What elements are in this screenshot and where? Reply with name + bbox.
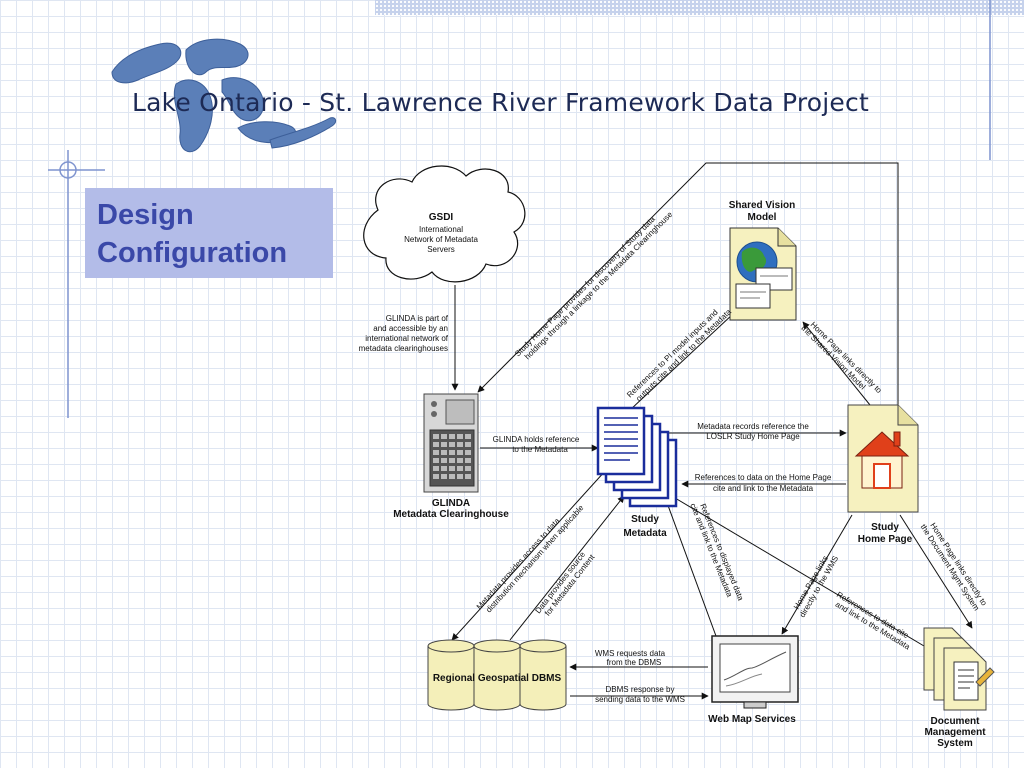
home-icon	[854, 431, 910, 489]
svg-text:DBMS response by: DBMS response by	[606, 685, 675, 694]
edge-label-dbms-wms: DBMS response by sending data to the WMS	[595, 685, 685, 704]
diagram-edges	[451, 162, 973, 700]
svg-text:international network of: international network of	[365, 334, 448, 343]
great-lakes-logo	[111, 38, 337, 153]
page-title: Lake Ontario - St. Lawrence River Framew…	[132, 88, 869, 117]
edge-label-home-glinda: Study Home Page provides for discovery o…	[513, 210, 675, 362]
edge-label-wms-meta: References to displayed data cite and li…	[688, 502, 745, 602]
svg-text:from the DBMS: from the DBMS	[607, 658, 662, 667]
shared-vision-label-1: Shared Vision	[729, 200, 796, 211]
slide-decoration-lines	[48, 0, 991, 418]
gsdi-line1: International	[419, 225, 463, 234]
gsdi-title: GSDI	[429, 212, 454, 223]
svg-text:Metadata records reference the: Metadata records reference the	[697, 422, 809, 431]
node-glinda-server	[423, 393, 479, 493]
svg-text:cite and link to the Metadata: cite and link to the Metadata	[713, 484, 814, 493]
svg-text:GLINDA holds reference: GLINDA holds reference	[493, 435, 580, 444]
edge-label-home-wms: Home Page links directly to the WMS	[792, 554, 840, 619]
gsdi-line2: Network of Metadata	[404, 235, 478, 244]
section-heading-line2: Configuration	[97, 237, 288, 269]
edge-home-glinda	[477, 162, 899, 405]
edge-home-doc	[899, 514, 973, 629]
edge-label-home-shared: Home Page links directly to the Shared V…	[799, 320, 884, 395]
node-document-management	[923, 627, 995, 711]
svg-text:metadata clearinghouses: metadata clearinghouses	[359, 344, 448, 353]
edge-doc-meta	[669, 494, 925, 647]
svg-text:to the Metadata: to the Metadata	[512, 445, 568, 454]
svg-text:GLINDA is part of: GLINDA is part of	[386, 314, 449, 323]
node-study-metadata-docs	[596, 406, 678, 508]
glinda-title: GLINDA	[432, 498, 470, 509]
edge-home-wms	[781, 514, 853, 635]
shared-vision-label-2: Model	[748, 212, 777, 223]
node-shared-vision-model	[729, 227, 797, 321]
node-study-home-page	[847, 404, 919, 513]
node-gsdi-cloud	[363, 165, 526, 283]
svg-text:WMS requests data: WMS requests data	[595, 649, 666, 658]
edge-wms-meta	[664, 499, 717, 637]
svg-text:References to data cite: References to data cite	[835, 590, 911, 640]
svg-text:the Document Mgmt System: the Document Mgmt System	[919, 523, 982, 613]
edge-label-meta-shared: References to PI model inputs and output…	[625, 307, 733, 403]
study-metadata-label-2: Metadata	[623, 528, 667, 539]
pen-icon	[975, 667, 995, 687]
web-map-services-label: Web Map Services	[708, 714, 796, 725]
glinda-subtitle: Metadata Clearinghouse	[393, 509, 509, 520]
edge-meta-shared	[629, 299, 749, 411]
edge-label-dbms-meta: Data provides source for Metadata Conten…	[533, 550, 596, 618]
doc-mgmt-label-1: Document	[931, 716, 981, 727]
edge-label-home-meta: References to data on the Home Page cite…	[695, 473, 832, 493]
edge-dbms-meta	[509, 495, 625, 641]
svg-text:Home Page links directly to: Home Page links directly to	[928, 521, 989, 608]
svg-text:outputs cite and link to the M: outputs cite and link to the Metadata	[634, 307, 733, 403]
section-heading-line1: Design	[97, 199, 194, 231]
svg-text:LOSLR Study Home Page: LOSLR Study Home Page	[706, 432, 800, 441]
study-home-label-1: Study	[871, 522, 899, 533]
node-web-map-services	[711, 635, 799, 709]
edge-label-wms-dbms: WMS requests data from the DBMS	[595, 649, 666, 667]
edge-label-doc-meta: References to data cite and link to the …	[834, 590, 912, 652]
svg-text:Data provides source: Data provides source	[533, 550, 587, 616]
section-heading-box: Design Configuration	[85, 188, 333, 278]
edge-label-glinda-meta: GLINDA holds reference to the Metadata	[493, 435, 580, 454]
regional-dbms-label: Regional Geospatial DBMS	[433, 673, 562, 684]
edge-home-shared	[802, 321, 871, 406]
edge-label-meta-home: Metadata records reference the LOSLR Stu…	[697, 422, 809, 441]
gsdi-line3: Servers	[427, 245, 455, 254]
doc-mgmt-label-2: Management	[924, 727, 986, 738]
svg-text:the Shared Vision Model: the Shared Vision Model	[799, 324, 867, 392]
edge-meta-dbms	[451, 469, 607, 641]
svg-text:Home Page links directly to: Home Page links directly to	[809, 320, 884, 395]
study-home-label-2: Home Page	[858, 534, 913, 545]
doc-mgmt-label-3: System	[937, 738, 973, 749]
svg-text:holdings through a linkage to: holdings through a linkage to the Metada…	[523, 210, 675, 362]
top-decorative-band	[375, 0, 1024, 15]
svg-text:References to data on the Home: References to data on the Home Page	[695, 473, 832, 482]
study-metadata-label-1: Study	[631, 514, 659, 525]
edge-label-gsdi-glinda: GLINDA is part of and accessible by an i…	[359, 314, 449, 353]
node-regional-dbms	[427, 639, 567, 711]
svg-text:and accessible by an: and accessible by an	[373, 324, 448, 333]
svg-text:sending data to the WMS: sending data to the WMS	[595, 695, 685, 704]
svg-text:Study Home Page provides for d: Study Home Page provides for discovery o…	[513, 214, 657, 358]
svg-text:References to PI model inputs: References to PI model inputs and	[625, 308, 720, 400]
